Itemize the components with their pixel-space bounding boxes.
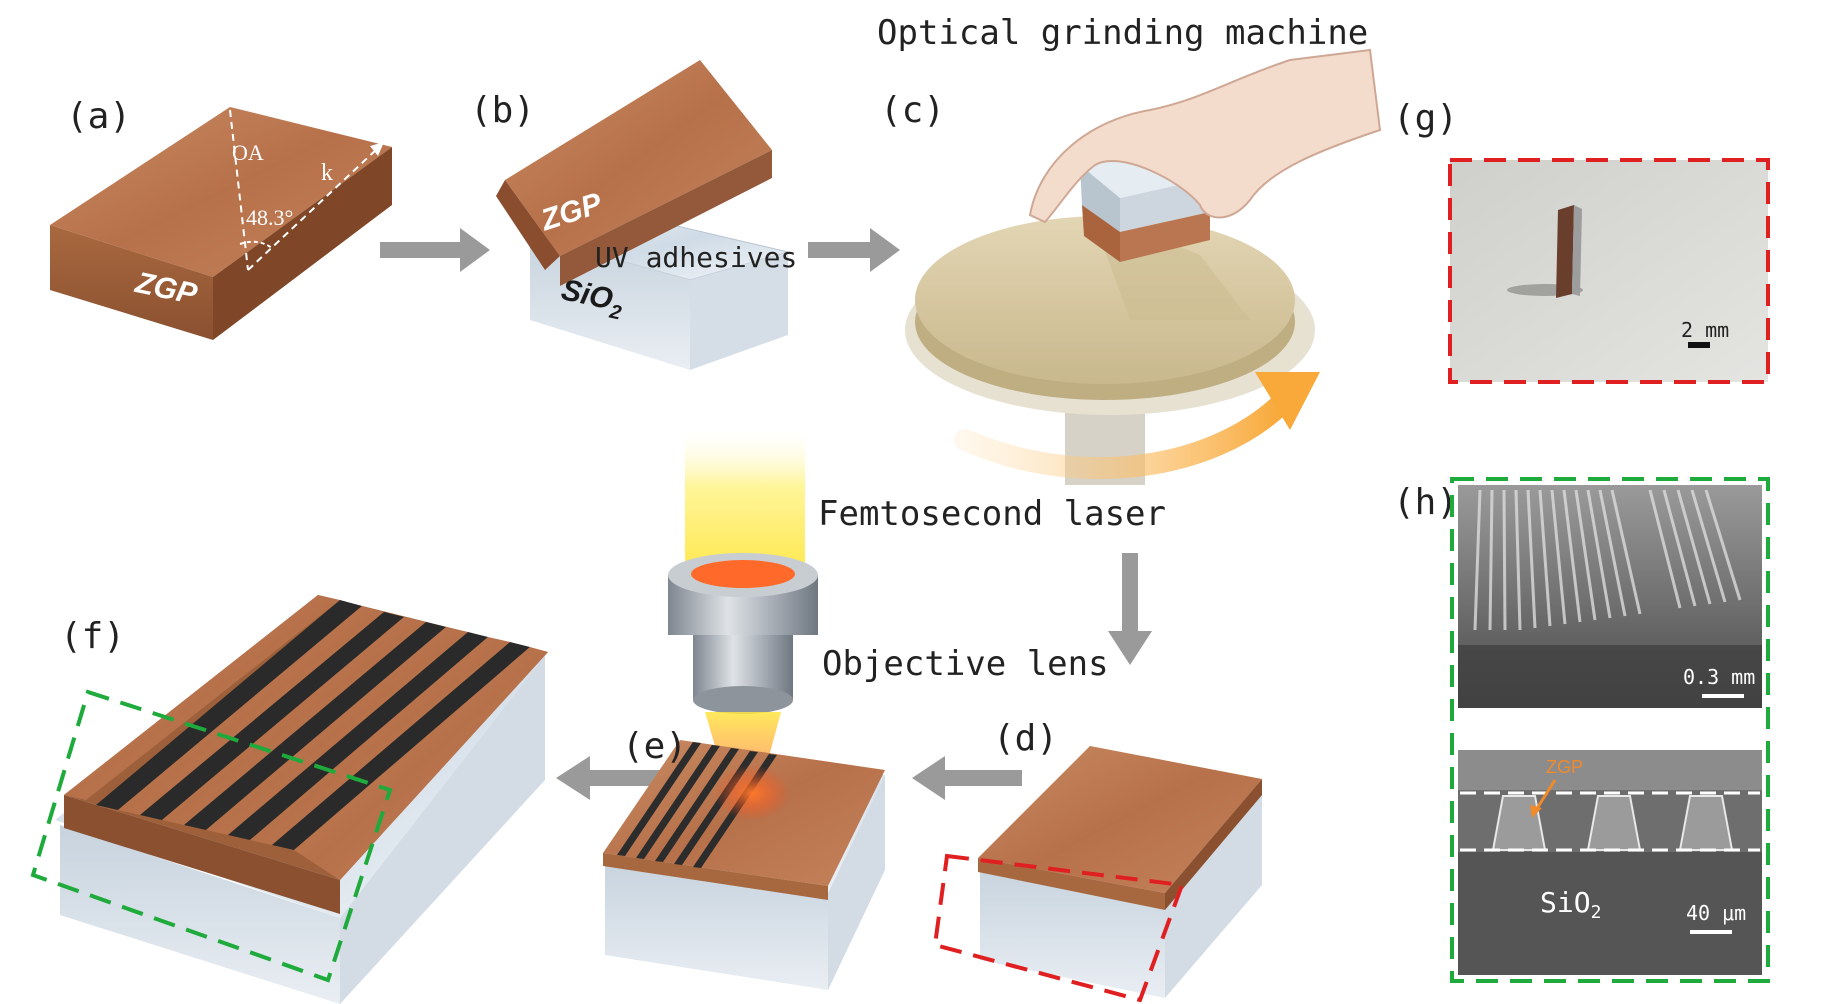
sio2-base-h: SiO	[1540, 886, 1591, 919]
zgp-label-h: ZGP	[1546, 757, 1583, 777]
arrow-e-to-f	[556, 756, 660, 800]
process-arrows	[380, 228, 1152, 800]
optical-grinding-title: Optical grinding machine	[877, 13, 1368, 53]
panel-label-f: (f)	[60, 616, 125, 657]
panel-label-h: (h)	[1393, 482, 1458, 523]
sio2-sub-b: 2	[607, 301, 623, 325]
panel-labels: (a) (b) (c) (d) (e) (f) (g) (h)	[60, 90, 1458, 767]
angle-label: 48.3°	[246, 205, 293, 230]
panel-g-photo: 2 mm	[1448, 158, 1770, 384]
zgp-pointer	[1534, 779, 1557, 811]
arrow-b-to-c	[808, 228, 900, 272]
objective-lens-label: Objective lens	[822, 644, 1109, 684]
oa-axis-line	[229, 109, 249, 271]
sio2-sub-h: 2	[1591, 902, 1602, 923]
uv-adhesives-label: UV adhesives	[595, 241, 797, 274]
green-dashed-frame-h	[1450, 477, 1770, 983]
panel-label-g: (g)	[1393, 98, 1458, 139]
angle-arc	[239, 240, 273, 249]
panel-c-grinder: Optical grinding machine	[877, 13, 1382, 485]
scale-bar-h-top	[1702, 694, 1744, 698]
sample-photo-g	[1556, 205, 1574, 298]
panel-label-b: (b)	[470, 90, 535, 131]
panel-f-array	[30, 595, 548, 1004]
scale-label-h-bottom: 40 μm	[1686, 901, 1746, 925]
rotation-arrow-head	[1255, 372, 1320, 430]
objective-aperture-glow	[691, 560, 795, 588]
panel-b-bonding: ZGP SiO2	[496, 60, 790, 370]
arrow-d-to-e	[912, 756, 1022, 800]
hand-illustration	[1028, 48, 1382, 224]
arrow-a-to-b	[380, 228, 490, 272]
panel-e-writing	[603, 740, 885, 990]
k-label: k	[321, 160, 333, 186]
waveguide-ridges-f	[64, 595, 548, 880]
k-vector-line	[247, 147, 379, 271]
red-dashed-frame-g	[1448, 158, 1770, 384]
panel-d-thinned	[932, 746, 1262, 1003]
k-arrow-head	[370, 142, 384, 156]
sem-waveguide-cross-sections	[1491, 795, 1734, 851]
panel-label-c: (c)	[880, 90, 945, 131]
green-dashed-region-f	[30, 689, 393, 983]
scale-bar-g	[1688, 342, 1710, 348]
laser-spot-e	[714, 765, 790, 821]
scale-label-h-top: 0.3 mm	[1683, 665, 1755, 689]
panel-label-d: (d)	[993, 718, 1058, 759]
oa-label: OA	[232, 140, 264, 165]
sem-top-ridges	[1473, 489, 1742, 631]
rotation-arrow	[954, 394, 1291, 480]
sio2-label-h: SiO2	[1540, 886, 1601, 923]
scale-label-g: 2 mm	[1681, 318, 1729, 342]
femtosecond-laser-label: Femtosecond laser	[818, 494, 1166, 534]
panel-label-e: (e)	[622, 726, 687, 767]
panel-label-a: (a)	[66, 96, 131, 137]
red-dashed-region-d	[932, 853, 1185, 1003]
arrow-c-to-d	[1108, 553, 1152, 665]
panel-h-sem: 0.3 mm ZGP SiO2 40 μm	[1450, 477, 1770, 983]
scale-bar-h-bottom	[1690, 930, 1732, 934]
panel-a-crystal: OA k 48.3° ZGP	[50, 107, 392, 340]
